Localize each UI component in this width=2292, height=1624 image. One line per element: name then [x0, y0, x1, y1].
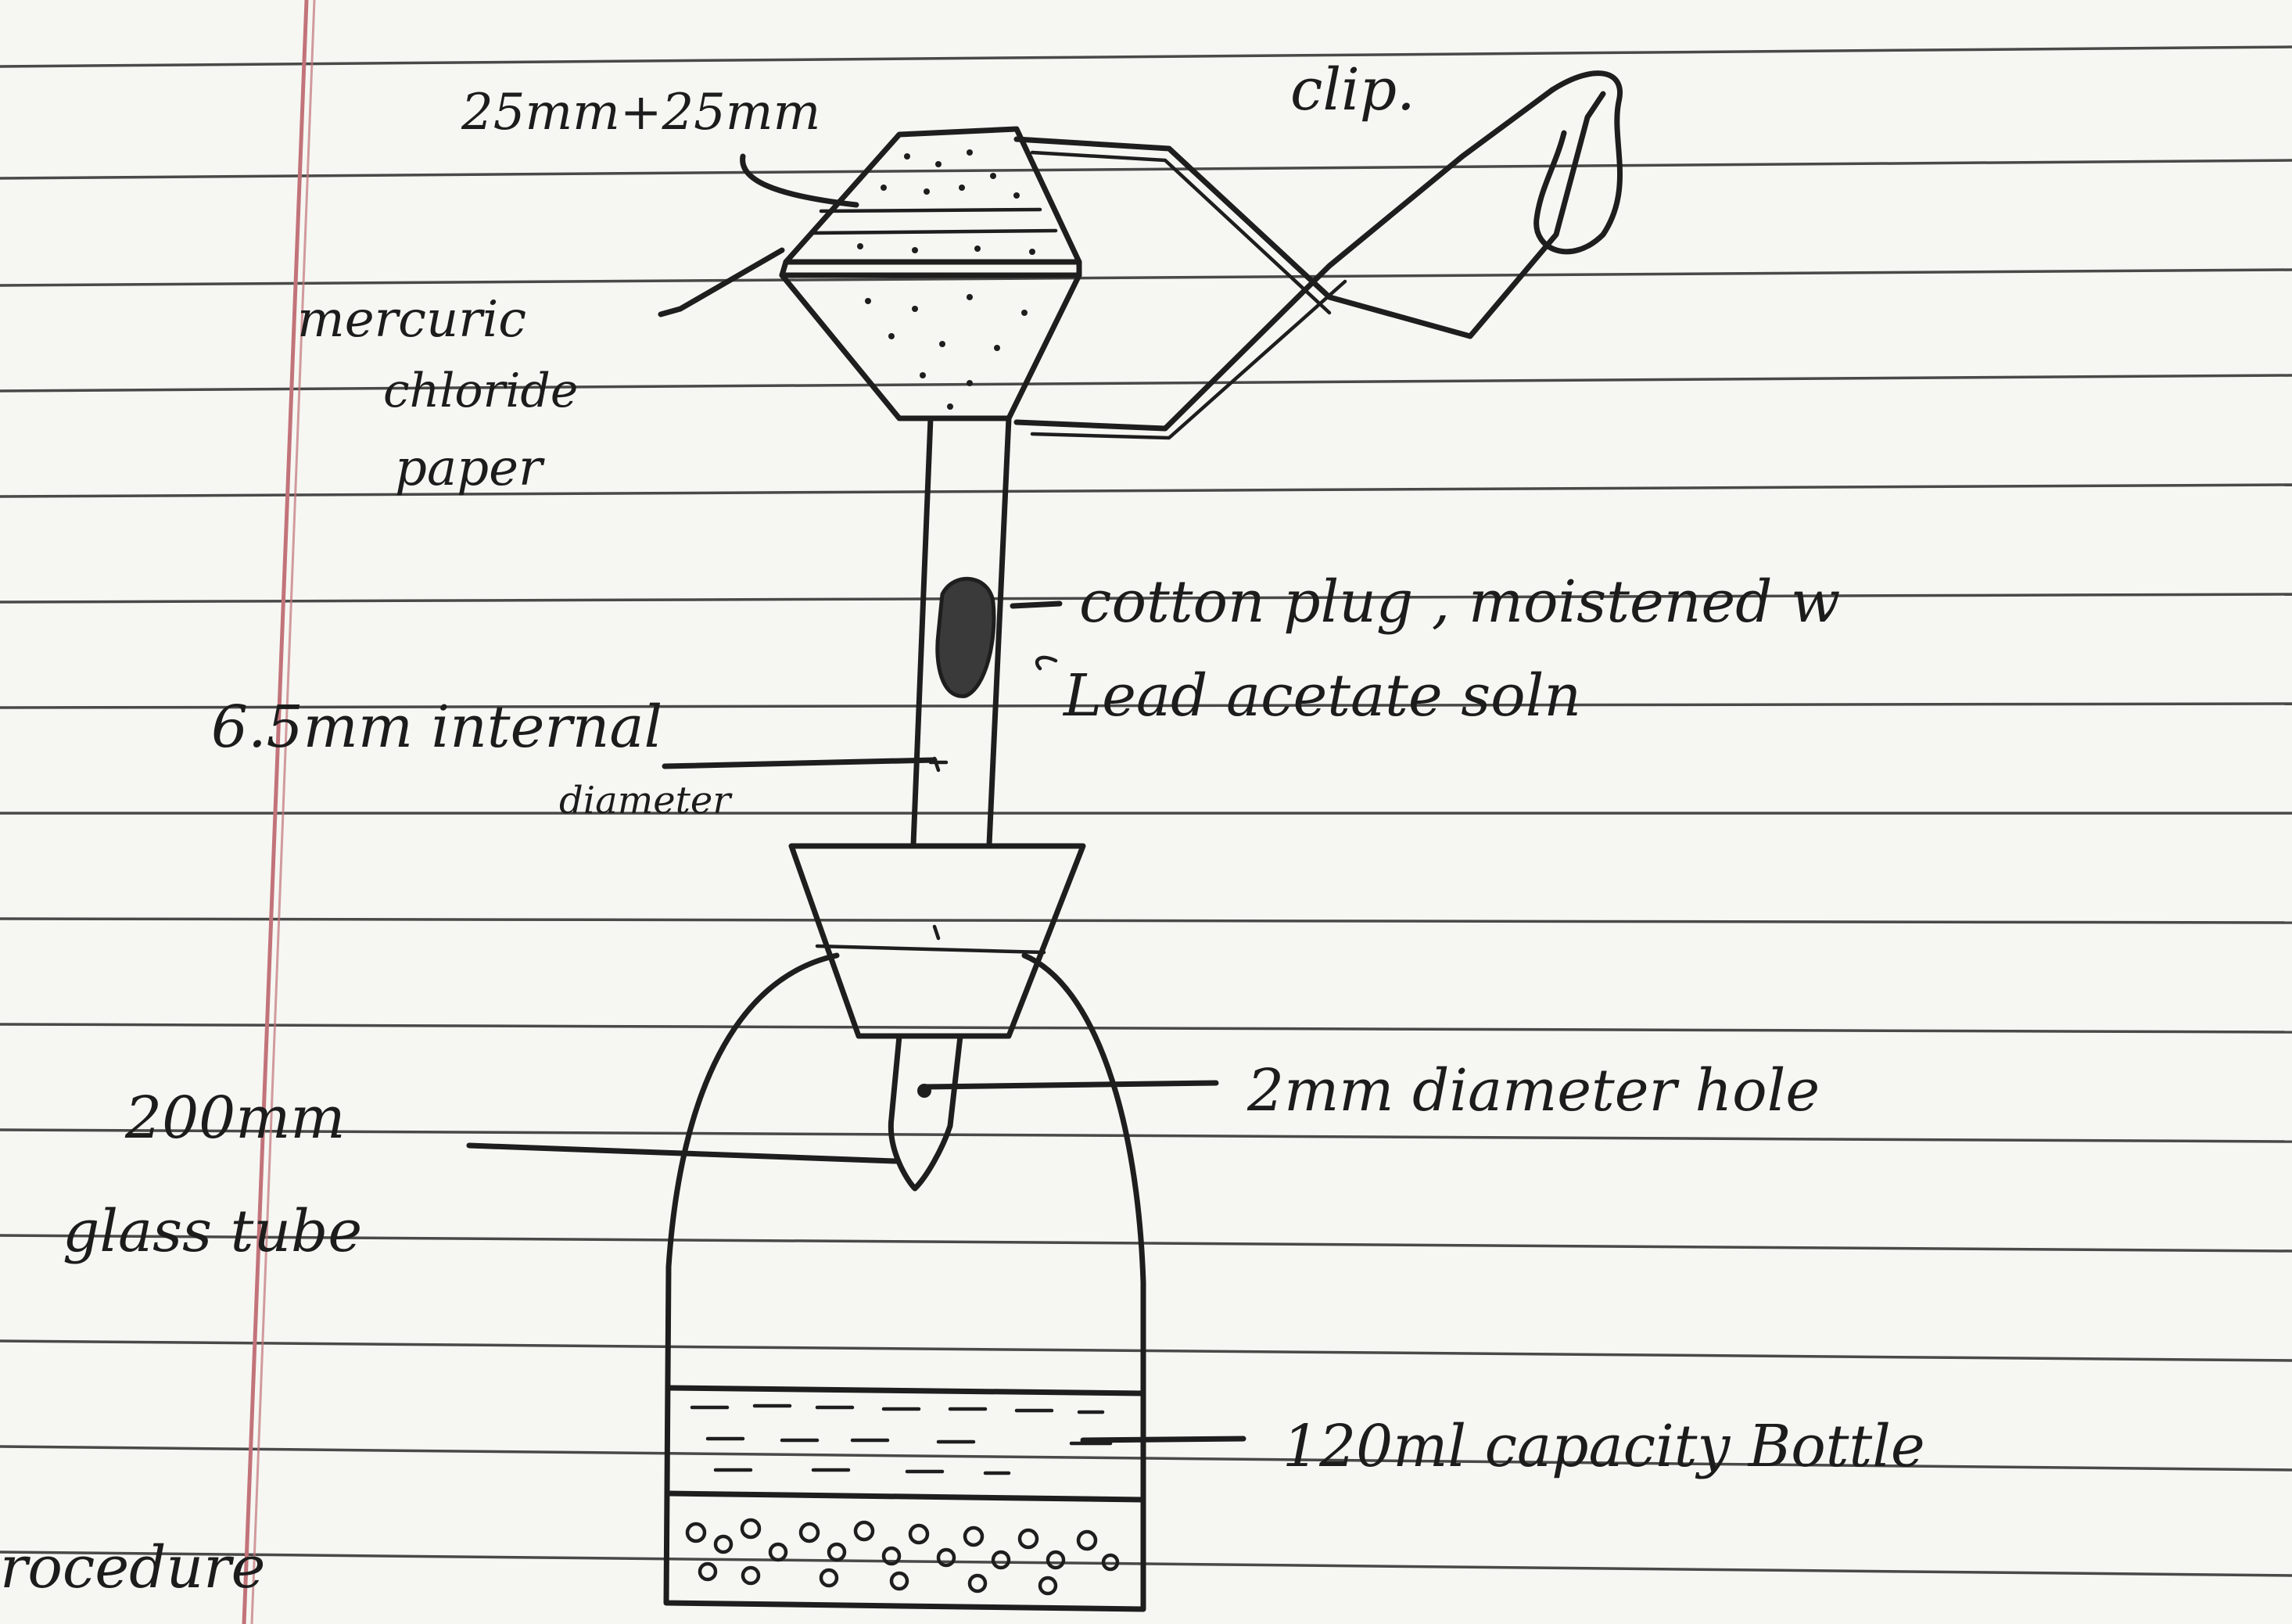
- rule-line: [0, 270, 2292, 285]
- clip-arm-upper-edge: [1032, 152, 1329, 313]
- granules-layer-top: [669, 1493, 1142, 1500]
- lower-tube-outline: [891, 1036, 960, 1188]
- label-paper-size: 25mm+25mm: [461, 84, 820, 142]
- leader-internal: [665, 760, 934, 766]
- tube-left-wall: [913, 418, 931, 844]
- rule-line: [0, 375, 2292, 391]
- rule-line: [0, 919, 2292, 923]
- label-clip: clip.: [1290, 56, 1415, 124]
- label-hole: 2mm diameter hole: [1246, 1057, 1820, 1124]
- clip-arm-lower-edge: [1032, 281, 1345, 438]
- glass-tube: [913, 418, 1009, 844]
- leader-paper-size: [743, 156, 856, 205]
- stopper-body: [791, 846, 1083, 1036]
- leader-lead-acetate: [1037, 658, 1056, 669]
- granules: [687, 1520, 1117, 1594]
- liquid-surface: [669, 1388, 1142, 1393]
- leader-mercuric: [661, 250, 782, 314]
- label-bottle: 120ml capacity Bottle: [1282, 1413, 1925, 1480]
- label-mercuric-3: paper: [395, 439, 545, 497]
- leader-hole: [927, 1083, 1216, 1087]
- liquid-dashes: [692, 1406, 1110, 1473]
- bottle-outline: [666, 955, 1143, 1609]
- rule-line: [0, 47, 2292, 66]
- stopper-line: [817, 946, 1044, 952]
- stopper: [791, 846, 1083, 1036]
- clip-arm-upper: [1017, 94, 1603, 336]
- leader-cotton: [1013, 604, 1060, 606]
- cotton-plug: [938, 579, 994, 696]
- rule-line: [0, 1024, 2292, 1032]
- lower-tube: [891, 1036, 960, 1188]
- clip-arm-lower: [1017, 90, 1552, 428]
- upper-flange: [786, 129, 1079, 262]
- leader-bottle: [1083, 1439, 1243, 1440]
- stopper-mark: [934, 927, 938, 938]
- label-mercuric-2: chloride: [383, 364, 578, 418]
- rule-line: [0, 485, 2292, 497]
- label-glass-2: glass tube: [63, 1198, 362, 1265]
- label-internal-2: diameter: [559, 779, 733, 823]
- lower-flange: [782, 275, 1079, 418]
- label-mercuric-1: mercuric: [297, 291, 526, 349]
- paper-layer-line: [813, 231, 1056, 233]
- bottle: [666, 955, 1143, 1609]
- rule-line: [0, 160, 2292, 178]
- label-glass-1: 200mm: [124, 1084, 346, 1152]
- label-procedure: rocedure: [0, 1534, 265, 1601]
- label-internal-1: 6.5mm internal: [211, 694, 662, 761]
- label-cotton-1: cotton plug , moistened w: [1079, 568, 1840, 636]
- label-cotton-2: Lead acetate soln: [1062, 662, 1581, 730]
- paper-layer-line: [821, 210, 1040, 211]
